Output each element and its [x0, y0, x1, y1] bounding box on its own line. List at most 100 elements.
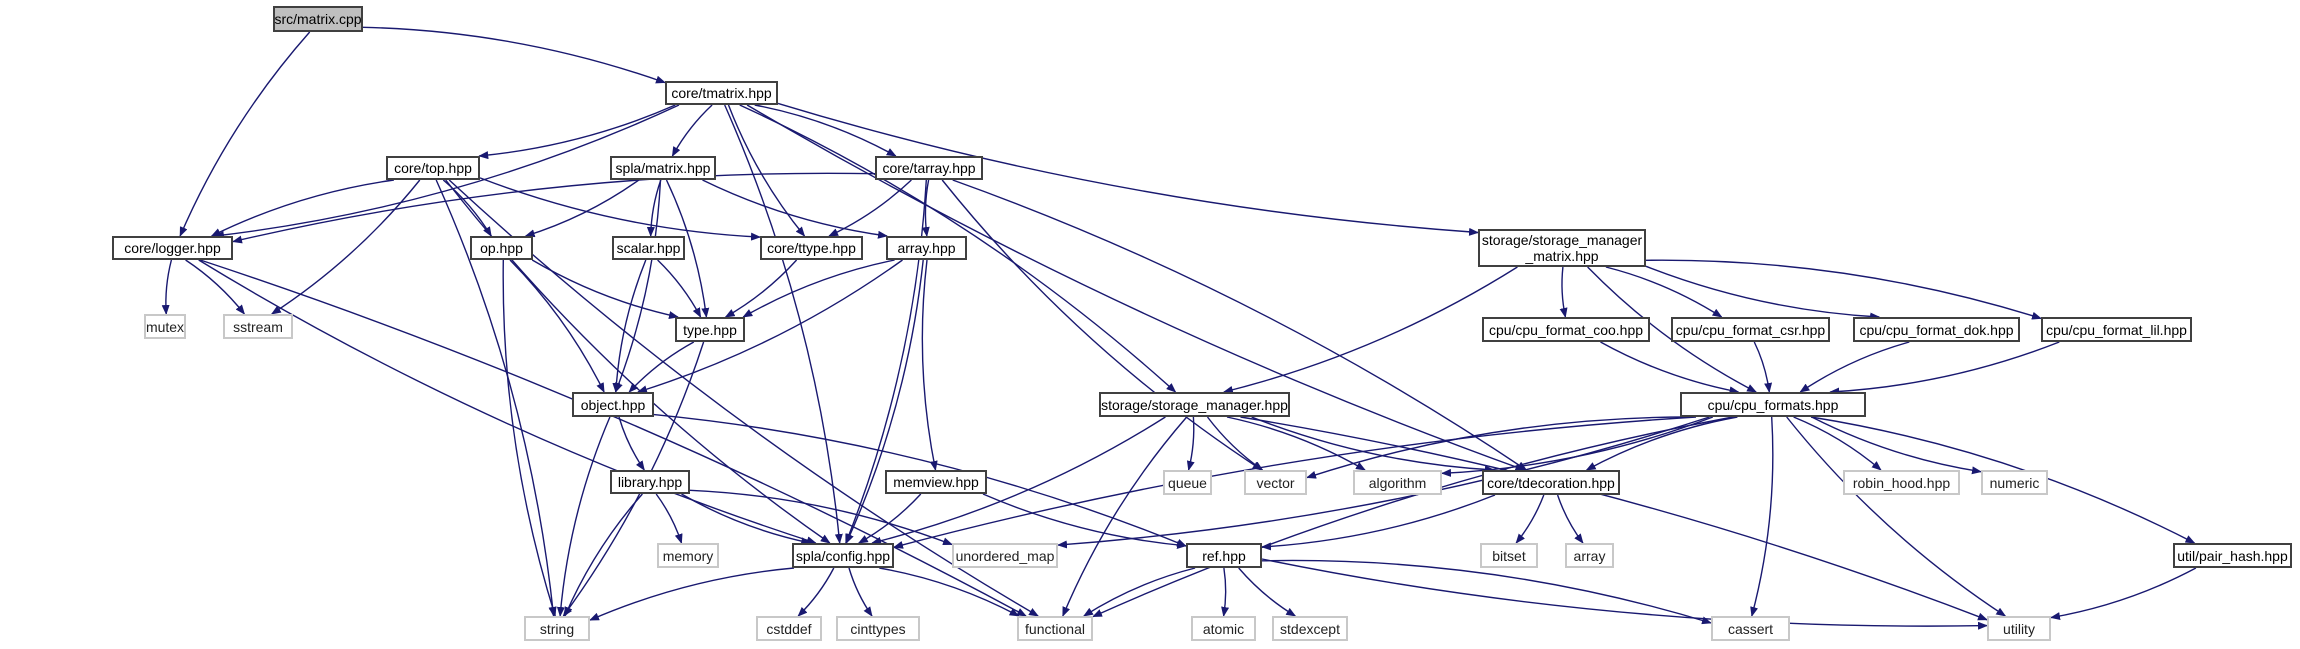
node-tarray[interactable]: core/tarray.hpp [875, 156, 983, 180]
edge-smm-to-formats [1587, 266, 1757, 393]
edge-smm-to-coo [1559, 266, 1568, 318]
edge-object-to-library [618, 416, 645, 471]
edge-ref-to-functional [1083, 567, 1196, 617]
edge-logger-to-mutex [161, 259, 173, 315]
edge-tmatrix-to-tdecoration [746, 104, 1526, 471]
edge-library-to-memory [655, 493, 683, 544]
edge-op-to-string [502, 259, 557, 617]
edge-tarray-to-ttype [828, 179, 912, 237]
node-algorithm: algorithm [1353, 470, 1442, 495]
edge-formats-to-cassert [1750, 416, 1774, 617]
node-tdecoration[interactable]: core/tdecoration.hpp [1482, 470, 1620, 495]
edge-tarray-to-config [845, 179, 927, 544]
edge-spla-matrix-to-object [614, 179, 662, 393]
edge-formats-to-functional [1092, 416, 1734, 618]
edge-formats-to-config [893, 416, 1697, 549]
node-numeric: numeric [1981, 470, 2048, 495]
edge-top-to-string [435, 179, 557, 617]
edge-memview-to-config [857, 493, 922, 544]
node-top[interactable]: core/top.hpp [386, 156, 480, 180]
node-formats[interactable]: cpu/cpu_formats.hpp [1680, 392, 1866, 417]
node-sstream: sstream [223, 314, 293, 339]
edge-matrix-cpp-to-tmatrix [362, 26, 666, 84]
node-cassert: cassert [1711, 616, 1790, 641]
edge-tmatrix-to-config [724, 104, 843, 544]
edge-sm-to-algorithm [1226, 416, 1366, 471]
edge-pair-hash-to-utility [2050, 567, 2197, 621]
node-array-hpp[interactable]: array.hpp [886, 236, 967, 260]
edge-type-to-object [628, 341, 695, 393]
edge-tarray-to-vector [941, 179, 1263, 471]
node-config[interactable]: spla/config.hpp [792, 543, 894, 568]
node-dok[interactable]: cpu/cpu_format_dok.hpp [1853, 317, 2020, 342]
node-library[interactable]: library.hpp [610, 470, 690, 494]
node-atomic: atomic [1191, 616, 1256, 641]
edge-array-hpp-to-object [637, 259, 903, 394]
node-tmatrix[interactable]: core/tmatrix.hpp [665, 81, 778, 105]
node-bitset: bitset [1480, 543, 1538, 568]
edge-formats-to-vector [1306, 416, 1694, 479]
edge-ttype-to-type [724, 259, 798, 318]
edge-sm-to-utility [1240, 416, 1988, 621]
edge-ref-to-utility [1261, 558, 1988, 630]
edge-top-to-sstream [270, 179, 421, 315]
node-spla-matrix[interactable]: spla/matrix.hpp [610, 156, 716, 180]
edge-coo-to-formats [1600, 341, 1740, 395]
edge-config-to-cstddef [797, 567, 835, 617]
edge-formats-to-tdecoration [1585, 416, 1738, 471]
node-sm[interactable]: storage/storage_manager.hpp [1099, 392, 1290, 417]
node-memview[interactable]: memview.hpp [885, 470, 987, 494]
edge-tmatrix-to-tarray [754, 104, 897, 157]
node-matrix-cpp: src/matrix.cpp [273, 6, 363, 32]
node-vector: vector [1244, 470, 1307, 495]
edge-formats-to-utility [1786, 416, 2007, 617]
node-robin-hood: robin_hood.hpp [1843, 470, 1960, 495]
node-smm[interactable]: storage/storage_manager _matrix.hpp [1478, 229, 1646, 267]
node-lil[interactable]: cpu/cpu_format_lil.hpp [2041, 317, 2192, 342]
node-scalar[interactable]: scalar.hpp [612, 236, 685, 260]
edge-sm-to-queue [1186, 416, 1195, 471]
edge-spla-matrix-to-type [665, 179, 710, 318]
node-csr[interactable]: cpu/cpu_format_csr.hpp [1671, 317, 1830, 342]
node-pair-hash[interactable]: util/pair_hash.hpp [2173, 543, 2292, 568]
node-unordered-map: unordered_map [952, 543, 1058, 568]
node-mutex: mutex [144, 314, 186, 339]
node-op[interactable]: op.hpp [470, 236, 533, 260]
node-ref[interactable]: ref.hpp [1186, 543, 1262, 568]
edge-object-to-ref [653, 413, 1187, 547]
node-cstddef: cstddef [756, 616, 822, 641]
node-object[interactable]: object.hpp [572, 392, 654, 417]
node-string: string [524, 616, 590, 641]
edge-smm-to-dok [1645, 265, 1881, 321]
edge-top-to-logger [210, 179, 394, 237]
edge-ref-to-atomic [1221, 567, 1230, 617]
node-ttype[interactable]: core/ttype.hpp [760, 236, 863, 260]
edge-sm-to-config [871, 416, 1166, 545]
node-queue: queue [1163, 470, 1212, 495]
edge-tmatrix-to-sm [739, 104, 1177, 393]
edge-logger-to-config [198, 259, 817, 545]
edge-formats-to-robin-hood [1793, 416, 1882, 471]
edge-matrix-cpp-to-logger [179, 31, 311, 237]
edge-tmatrix-to-top [478, 104, 676, 160]
edge-library-to-config [681, 493, 812, 546]
node-type[interactable]: type.hpp [675, 317, 745, 342]
node-stdexcept: stdexcept [1272, 616, 1348, 641]
edge-smm-to-sm [1222, 266, 1518, 394]
edge-array-hpp-to-type [742, 259, 895, 318]
node-functional: functional [1017, 616, 1093, 641]
edge-sm-to-functional [1062, 416, 1188, 617]
node-logger[interactable]: core/logger.hpp [112, 236, 233, 260]
edge-scalar-to-type [657, 259, 702, 318]
edge-dok-to-formats [1799, 341, 1910, 393]
edge-tdecoration-to-std-array [1556, 494, 1584, 544]
node-cinttypes: cinttypes [836, 616, 920, 641]
edge-sm-to-vector [1206, 416, 1264, 471]
edge-ref-to-stdexcept [1238, 567, 1297, 617]
edge-tarray-to-logger [232, 172, 876, 244]
edge-config-to-string [589, 567, 795, 621]
edge-tarray-to-tdecoration [952, 179, 1528, 471]
node-coo[interactable]: cpu/cpu_format_coo.hpp [1482, 317, 1650, 342]
edge-spla-matrix-to-scalar [646, 179, 662, 237]
